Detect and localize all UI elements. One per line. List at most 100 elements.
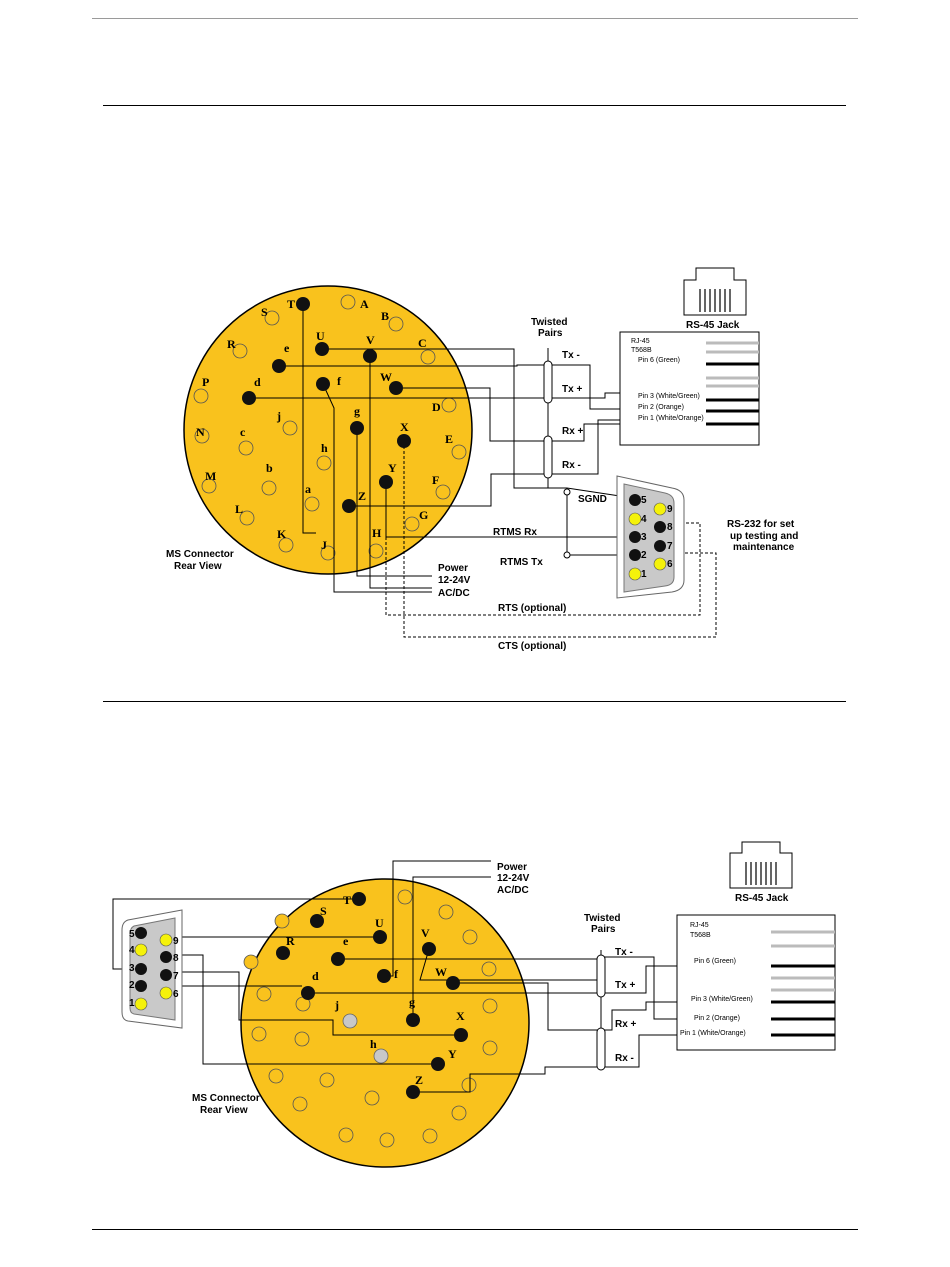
signal-rx-plus-1: Rx + (562, 426, 584, 437)
rtms-tx-label: RTMS Tx (500, 557, 543, 568)
rj-pin3-label-1: Pin 3 (White/Green) (638, 393, 700, 400)
ms-connector-label-2b: Rear View (200, 1105, 248, 1116)
rj-pin2-label-1: Pin 2 (Orange) (638, 404, 684, 411)
pin-letters: T A S B U V C R e W P d f D j g X N c E … (196, 297, 453, 552)
pin2-label-X: X (456, 1009, 465, 1023)
db9-connector-1: 5 4 3 2 1 9 8 7 6 (616, 475, 685, 599)
pin-label-D: D (432, 400, 441, 414)
pin-label-a: a (305, 482, 311, 496)
pin-label-C: C (418, 336, 427, 350)
pin2-label-U: U (375, 916, 384, 930)
db9-2-pin7: 7 (173, 971, 179, 982)
db9-2-pin8: 8 (173, 953, 179, 964)
ms-connector-body (183, 285, 473, 575)
rs45-jack-1: RS-45 Jack RJ-45 T568B Pin 6 (Green) Pin… (619, 267, 760, 446)
ms-connector-label-1a: MS Connector (166, 549, 234, 560)
empty-pins (193, 294, 467, 561)
pin2-label-h: h (370, 1037, 377, 1051)
rj45-label-1b: T568B (631, 347, 652, 354)
pin-label-N: N (196, 425, 205, 439)
signal-tx-plus-1: Tx + (562, 384, 582, 395)
ms-connector-body-2 (240, 878, 530, 1168)
twisted-pair-marks-1 (543, 360, 553, 479)
power-label-2a: Power (497, 862, 527, 873)
rj-pin3-label-2: Pin 3 (White/Green) (691, 996, 753, 1003)
pin-label-j: j (276, 409, 281, 423)
empty-pins-2 (243, 889, 498, 1148)
db9-2-pin4: 4 (129, 945, 135, 956)
page-top-rule (92, 18, 858, 19)
pin-label-W: W (380, 370, 392, 384)
pin2-label-W: W (435, 965, 447, 979)
db9-1-pin9: 9 (667, 504, 673, 515)
db9-1-pin7: 7 (667, 541, 673, 552)
rs45-jack-label-1: RS-45 Jack (686, 320, 740, 331)
pin2-label-d: d (312, 969, 319, 983)
pin2-label-g: g (409, 995, 415, 1009)
signal-tx-minus-2: Tx - (615, 947, 633, 958)
rs45-jack-2: RS-45 Jack RJ-45 T568B Pin 6 (Green) Pin… (676, 841, 836, 1051)
pin2-label-e: e (343, 934, 349, 948)
pin-label-e: e (284, 341, 290, 355)
pin-label-f: f (337, 374, 342, 388)
pin-label-T: T (287, 297, 295, 311)
pin2-label-T: T (343, 893, 351, 907)
pin-label-U: U (316, 329, 325, 343)
pin-label-R: R (227, 337, 236, 351)
page-bottom-rule (92, 1229, 858, 1230)
db9-1-pin5: 5 (641, 495, 647, 506)
signal-tx-plus-2: Tx + (615, 980, 635, 991)
pin-label-E: E (445, 432, 453, 446)
db9-2-pin2: 2 (129, 980, 135, 991)
twisted-pairs-label-2a: Twisted (584, 913, 620, 924)
pin-label-b: b (266, 461, 273, 475)
rj-pin6-label-2: Pin 6 (Green) (694, 958, 736, 965)
rs45-jack-label-2: RS-45 Jack (735, 893, 789, 904)
db9-1-pin2: 2 (641, 550, 647, 561)
pin-label-M: M (205, 469, 216, 483)
pin-label-P: P (202, 375, 209, 389)
ms-connector-label-2a: MS Connector (192, 1093, 260, 1104)
rj45-label-1a: RJ-45 (631, 338, 650, 345)
twisted-pair-marks-2 (596, 954, 606, 1071)
pin-label-g: g (354, 404, 360, 418)
sgnd-label: SGND (578, 494, 607, 505)
section-rule-1 (103, 105, 846, 106)
twisted-pairs-label-2b: Pairs (591, 924, 616, 935)
power-label-2b: 12-24V (497, 873, 530, 884)
pin-label-H: H (372, 526, 382, 540)
section-rule-2 (103, 701, 846, 702)
power-label-1b: 12-24V (438, 575, 471, 586)
pin-label-L: L (235, 502, 243, 516)
ms-connector-label-1b: Rear View (174, 561, 222, 572)
power-label-1c: AC/DC (438, 588, 470, 599)
db9-2-pin9: 9 (173, 936, 179, 947)
rj-pin1-label-2: Pin 1 (White/Orange) (680, 1030, 746, 1037)
pin-label-S: S (261, 305, 268, 319)
rts-label: RTS (optional) (498, 603, 566, 614)
active-pins-1 (242, 297, 411, 513)
twisted-pairs-label-1a: Twisted (531, 317, 567, 328)
db9-2-pin6: 6 (173, 989, 179, 1000)
rj45-label-2a: RJ-45 (690, 922, 709, 929)
pin-label-V: V (366, 333, 375, 347)
pin-label-A: A (360, 297, 369, 311)
signal-rx-minus-1: Rx - (562, 460, 581, 471)
rs232-label-a: RS-232 for set (727, 519, 795, 530)
pin-label-K: K (277, 527, 287, 541)
rj-pin2-label-2: Pin 2 (Orange) (694, 1015, 740, 1022)
pin-label-G: G (419, 508, 428, 522)
unused-gray-pins-2 (342, 1013, 389, 1064)
db9-1-pin6: 6 (667, 559, 673, 570)
pin-label-F: F (432, 473, 439, 487)
pin2-label-Y: Y (448, 1047, 457, 1061)
rj-pin6-label-1: Pin 6 (Green) (638, 357, 680, 364)
db9-1-pin1: 1 (641, 569, 647, 580)
db9-1-pin3: 3 (641, 532, 647, 543)
pin2-label-j: j (334, 998, 339, 1012)
pin2-label-f: f (394, 967, 399, 981)
diagram-2: T S U R e V f W d g j X h Y Z (112, 841, 836, 1168)
pin-label-d: d (254, 375, 261, 389)
pin2-label-R: R (286, 934, 295, 948)
